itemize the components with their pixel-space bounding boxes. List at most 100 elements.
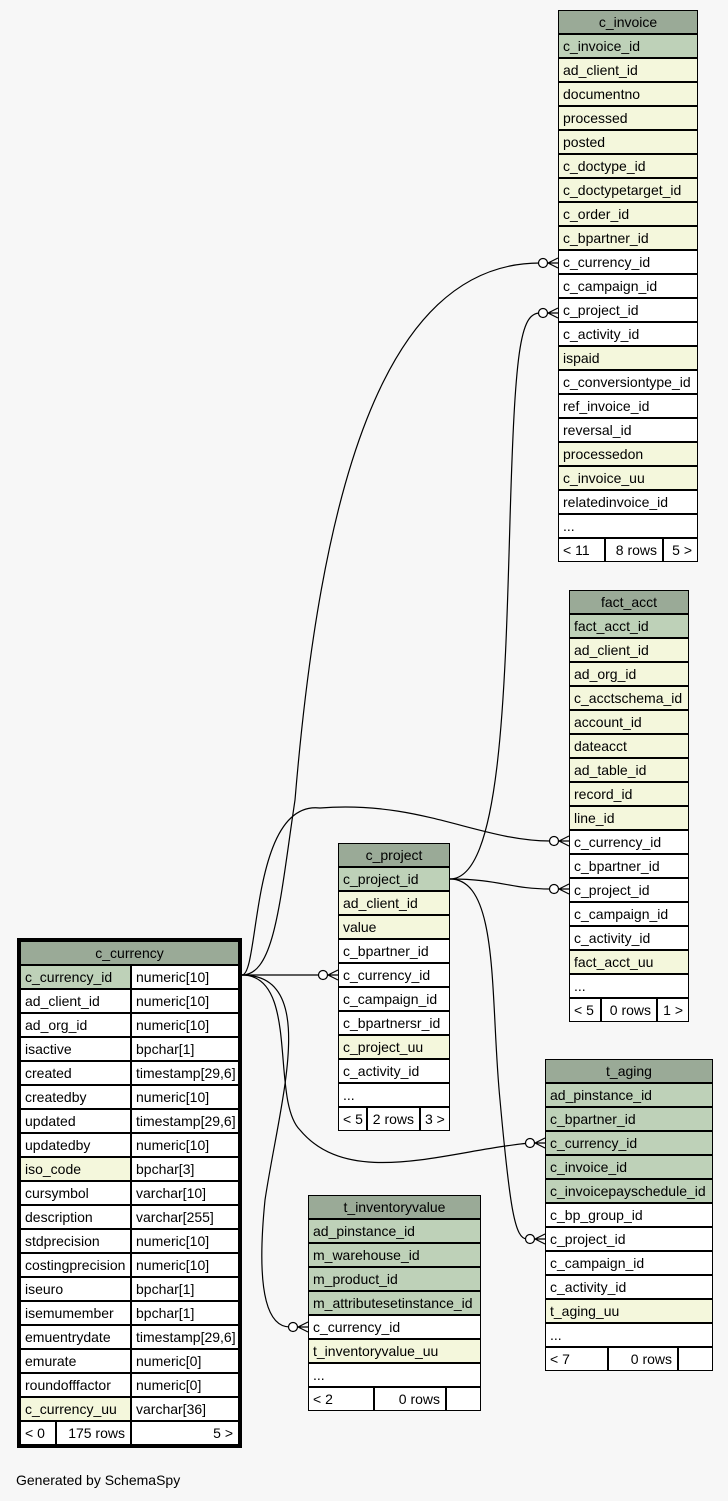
column-name[interactable]: created [20, 1061, 131, 1085]
column-row[interactable]: c_acctschema_id [569, 686, 689, 710]
column-row[interactable]: line_id [569, 806, 689, 830]
column-row[interactable]: reversal_id [558, 418, 698, 442]
column-row[interactable]: c_project_uu [338, 1035, 450, 1059]
column-row[interactable]: ref_invoice_id [558, 394, 698, 418]
column-row[interactable]: c_campaign_id [569, 902, 689, 926]
column-row[interactable]: c_invoice_id [545, 1155, 713, 1179]
column-name[interactable]: iso_code [20, 1157, 131, 1181]
column-name[interactable]: roundofffactor [20, 1373, 131, 1397]
column-name[interactable]: ad_org_id [20, 1013, 131, 1037]
column-row[interactable]: c_bpartner_id [569, 854, 689, 878]
column-row[interactable]: ad_client_id [338, 891, 450, 915]
column-name[interactable]: description [20, 1205, 131, 1229]
column-row[interactable]: c_bp_group_id [545, 1203, 713, 1227]
column-row[interactable]: c_doctype_id [558, 154, 698, 178]
column-name[interactable]: ad_client_id [20, 989, 131, 1013]
column-row[interactable]: c_project_id [338, 867, 450, 891]
column-row[interactable]: dateacct [569, 734, 689, 758]
column-row[interactable]: c_campaign_id [545, 1251, 713, 1275]
parent-count[interactable]: < 7 [545, 1347, 608, 1371]
column-name[interactable]: createdby [20, 1085, 131, 1109]
column-row[interactable]: t_aging_uu [545, 1299, 713, 1323]
more-columns[interactable]: ... [545, 1323, 713, 1347]
table-header[interactable]: t_inventoryvalue [308, 1195, 481, 1219]
column-row[interactable]: c_activity_id [545, 1275, 713, 1299]
child-count[interactable] [446, 1387, 481, 1411]
column-row[interactable]: fact_acct_id [569, 614, 689, 638]
column-row[interactable]: c_project_id [569, 878, 689, 902]
column-name[interactable]: emurate [20, 1349, 131, 1373]
parent-count[interactable]: < 0 [20, 1421, 56, 1445]
column-row[interactable]: c_currency_id [558, 250, 698, 274]
table-header[interactable]: fact_acct [569, 590, 689, 614]
column-row[interactable]: ispaid [558, 346, 698, 370]
column-row[interactable]: c_invoice_id [558, 34, 698, 58]
column-row[interactable]: c_invoicepayschedule_id [545, 1179, 713, 1203]
column-row[interactable]: c_invoice_uu [558, 466, 698, 490]
column-row[interactable]: account_id [569, 710, 689, 734]
column-row[interactable]: t_inventoryvalue_uu [308, 1339, 481, 1363]
column-name[interactable]: updated [20, 1109, 131, 1133]
column-row[interactable]: posted [558, 130, 698, 154]
column-row[interactable]: fact_acct_uu [569, 950, 689, 974]
column-row[interactable]: relatedinvoice_id [558, 490, 698, 514]
column-row[interactable]: documentno [558, 82, 698, 106]
table-header[interactable]: c_invoice [558, 10, 698, 34]
column-row[interactable]: value [338, 915, 450, 939]
column-row[interactable]: c_currency_id [338, 963, 450, 987]
child-count[interactable]: 5 > [663, 538, 698, 562]
column-row[interactable]: c_currency_id [569, 830, 689, 854]
column-row[interactable]: c_activity_id [569, 926, 689, 950]
column-name[interactable]: updatedby [20, 1133, 131, 1157]
column-name[interactable]: stdprecision [20, 1229, 131, 1253]
column-row[interactable]: c_doctypetarget_id [558, 178, 698, 202]
more-columns[interactable]: ... [308, 1363, 481, 1387]
column-row[interactable]: c_conversiontype_id [558, 370, 698, 394]
column-row[interactable]: c_currency_id [308, 1315, 481, 1339]
parent-count[interactable]: < 2 [308, 1387, 374, 1411]
more-columns[interactable]: ... [558, 514, 698, 538]
more-columns[interactable]: ... [338, 1083, 450, 1107]
column-row[interactable]: c_order_id [558, 202, 698, 226]
child-count[interactable]: 1 > [657, 998, 689, 1022]
column-row[interactable]: c_activity_id [338, 1059, 450, 1083]
table-header[interactable]: t_aging [545, 1059, 713, 1083]
column-row[interactable]: ad_pinstance_id [545, 1083, 713, 1107]
column-name[interactable]: c_currency_uu [20, 1397, 131, 1421]
column-row[interactable]: c_activity_id [558, 322, 698, 346]
column-row[interactable]: processed [558, 106, 698, 130]
column-name[interactable]: isactive [20, 1037, 131, 1061]
parent-count[interactable]: < 5 [569, 998, 601, 1022]
column-row[interactable]: c_bpartner_id [338, 939, 450, 963]
column-name[interactable]: isemumember [20, 1301, 131, 1325]
column-row[interactable]: c_campaign_id [338, 987, 450, 1011]
column-row[interactable]: c_bpartner_id [545, 1107, 713, 1131]
column-row[interactable]: ad_client_id [558, 58, 698, 82]
column-name[interactable]: iseuro [20, 1277, 131, 1301]
column-row[interactable]: ad_org_id [569, 662, 689, 686]
column-row[interactable]: c_bpartnersr_id [338, 1011, 450, 1035]
column-name[interactable]: cursymbol [20, 1181, 131, 1205]
column-name[interactable]: c_currency_id [20, 965, 131, 989]
column-row[interactable]: record_id [569, 782, 689, 806]
column-name[interactable]: costingprecision [20, 1253, 131, 1277]
column-row[interactable]: c_project_id [558, 298, 698, 322]
child-count[interactable]: 5 > [131, 1421, 239, 1445]
column-row[interactable]: c_project_id [545, 1227, 713, 1251]
column-row[interactable]: ad_table_id [569, 758, 689, 782]
table-header[interactable]: c_currency [20, 941, 239, 965]
column-row[interactable]: ad_pinstance_id [308, 1219, 481, 1243]
parent-count[interactable]: < 11 [558, 538, 605, 562]
parent-count[interactable]: < 5 [338, 1107, 367, 1131]
more-columns[interactable]: ... [569, 974, 689, 998]
column-row[interactable]: m_product_id [308, 1267, 481, 1291]
child-count[interactable]: 3 > [420, 1107, 450, 1131]
column-row[interactable]: c_currency_id [545, 1131, 713, 1155]
column-row[interactable]: c_bpartner_id [558, 226, 698, 250]
child-count[interactable] [678, 1347, 713, 1371]
column-row[interactable]: m_attributesetinstance_id [308, 1291, 481, 1315]
column-row[interactable]: m_warehouse_id [308, 1243, 481, 1267]
column-row[interactable]: processedon [558, 442, 698, 466]
table-header[interactable]: c_project [338, 843, 450, 867]
column-row[interactable]: ad_client_id [569, 638, 689, 662]
